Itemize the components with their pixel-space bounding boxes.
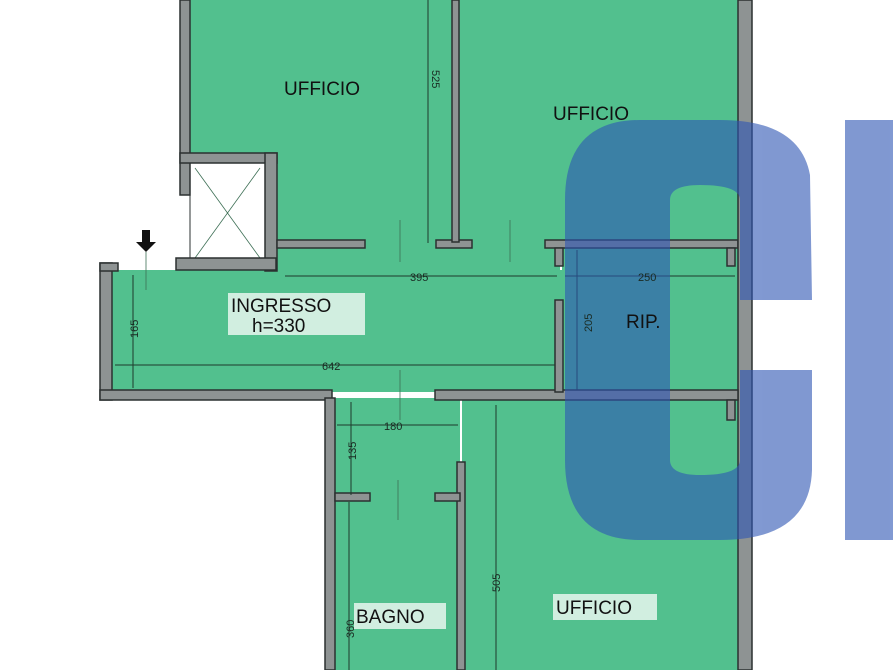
arrow-down-icon bbox=[136, 230, 156, 290]
room-label-storage: RIP. bbox=[626, 312, 661, 333]
room-label-office-bottom: UFFICIO bbox=[556, 598, 632, 619]
dim-642: 642 bbox=[322, 361, 340, 373]
room-label-office-top-left: UFFICIO bbox=[284, 79, 360, 100]
dim-505: 505 bbox=[491, 574, 503, 592]
room-labels: UFFICIO UFFICIO INGRESSO h=330 RIP. BAGN… bbox=[228, 79, 661, 629]
dim-395: 395 bbox=[410, 272, 428, 284]
room-label-office-top-right: UFFICIO bbox=[553, 104, 629, 125]
dim-250: 250 bbox=[638, 272, 656, 284]
dim-165: 165 bbox=[129, 320, 141, 338]
room-label-entrance-height: h=330 bbox=[252, 316, 305, 337]
room-label-entrance: INGRESSO bbox=[231, 296, 331, 317]
watermark-logo bbox=[565, 120, 893, 540]
dimension-labels: 525 395 250 165 205 642 180 135 505 360 bbox=[129, 70, 656, 638]
room-label-bathroom: BAGNO bbox=[356, 607, 425, 628]
dim-525: 525 bbox=[429, 70, 441, 88]
dim-360: 360 bbox=[345, 620, 357, 638]
dim-180: 180 bbox=[384, 421, 402, 433]
dim-135: 135 bbox=[347, 442, 359, 460]
elevator bbox=[189, 162, 266, 264]
dim-205: 205 bbox=[583, 314, 595, 332]
